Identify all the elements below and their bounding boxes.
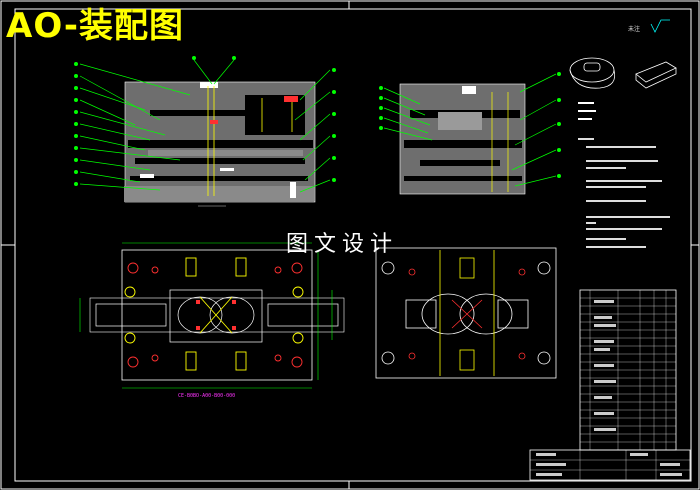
side-section-view [379, 72, 561, 195]
part-notes-lines [578, 102, 596, 120]
page-title: AO-装配图 [6, 6, 184, 46]
technical-notes [578, 138, 670, 248]
fixed-half-plan-view [375, 247, 557, 379]
roughness-label: 未注 [628, 26, 641, 33]
main-section-view [74, 56, 336, 207]
bom-table [579, 289, 677, 451]
part-isometric-sketch [569, 57, 677, 89]
moving-half-plan-view [79, 242, 345, 389]
title-block [529, 449, 691, 481]
roughness-symbol [650, 19, 670, 33]
watermark-text: 图文设计 [286, 232, 399, 257]
drawing-number-label: CE-B0BO-A00-B00-000 [178, 393, 236, 399]
